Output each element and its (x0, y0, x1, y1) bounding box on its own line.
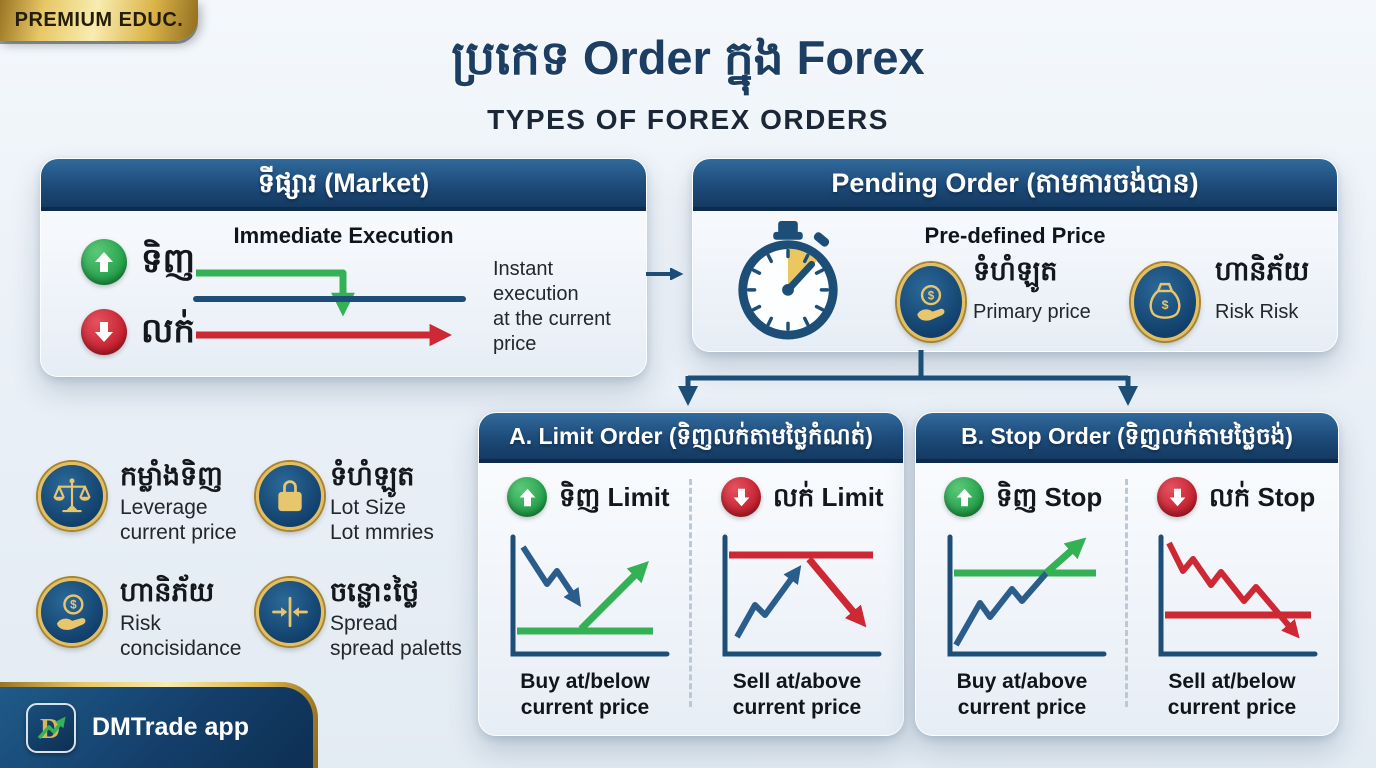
pending-risk-khmer: ហានិភ័យ (1215, 256, 1310, 286)
glossary-leverage-line2: current price (120, 521, 237, 544)
glossary-spread-line1: Spread (330, 612, 398, 635)
stop-order-card: B. Stop Order (ទិញលក់តាមថ្លៃចង់) ទិញ Sto… (915, 412, 1339, 736)
svg-text:$: $ (70, 599, 77, 612)
stopwatch-icon (738, 221, 838, 340)
instant-note-line: at the current (493, 308, 611, 330)
divider (1125, 479, 1128, 707)
glossary-risk-line1: Risk (120, 612, 161, 635)
sell-down-arrow-icon (1157, 477, 1197, 517)
stop-order-header: B. Stop Order (ទិញលក់តាមថ្លៃចង់) (916, 413, 1338, 463)
sell-down-arrow-icon (721, 477, 761, 517)
pending-risk-english: Risk Risk (1215, 301, 1299, 323)
bag-icon (256, 462, 324, 530)
sell-label: លក់ (141, 312, 195, 350)
hand-coin-icon: $ (38, 578, 106, 646)
page-subtitle: TYPES OF FOREX ORDERS (487, 104, 889, 135)
instant-note-line: price (493, 333, 537, 355)
divider (689, 479, 692, 707)
buy-up-arrow-icon (944, 477, 984, 517)
buy-limit-chart (510, 534, 670, 657)
dmtrade-logo-icon: D (26, 702, 76, 753)
market-flow-diagram (193, 269, 466, 347)
buy-limit-label: ទិញ Limit (559, 482, 670, 512)
limit-order-card: A. Limit Order (ទិញលក់តាមថ្លៃកំណត់) ទិញ … (478, 412, 904, 736)
sell-down-arrow-icon (81, 309, 127, 355)
pending-branch-connector (678, 350, 1138, 406)
limit-order-header: A. Limit Order (ទិញលក់តាមថ្លៃកំណត់) (479, 413, 903, 463)
glossary-risk-line2: concisidance (120, 637, 242, 660)
buy-label: ទិញ (141, 242, 195, 280)
svg-text:$: $ (928, 289, 935, 302)
buy-limit-caption: Buy at/below current price (520, 670, 650, 719)
glossary-lot-line1: Lot Size (330, 496, 406, 519)
glossary-lot-line2: Lot mmries (330, 521, 434, 544)
premium-badge-label: PREMIUM EDUC. (14, 9, 184, 31)
premium-badge: PREMIUM EDUC. (0, 0, 198, 41)
pending-lot-english: Primary price (973, 301, 1091, 323)
buy-stop-chart (947, 534, 1107, 657)
market-to-pending-arrow-icon (646, 268, 684, 280)
sell-limit-caption: Sell at/above current price (732, 670, 862, 719)
sell-stop-label: លក់ Stop (1209, 482, 1316, 512)
hand-coin-icon: $ (897, 263, 965, 341)
svg-text:$: $ (1162, 298, 1169, 312)
page-title: ប្រកេទ Order ក្នុង Forex (451, 31, 925, 84)
instant-note-line: execution (493, 283, 579, 305)
pending-card-header: Pending Order (តាមការចង់បាន) (693, 159, 1337, 211)
instant-note: Instant execution at the current price (493, 257, 611, 357)
glossary-spread-line2: spread paletts (330, 637, 462, 660)
buy-stop-label: ទិញ Stop (996, 482, 1103, 512)
sell-limit-label: លក់ Limit (773, 482, 884, 512)
money-bag-icon: $ (1131, 263, 1199, 341)
sell-stop-chart (1158, 534, 1318, 657)
buy-up-arrow-icon (81, 239, 127, 285)
immediate-execution-label: Immediate Execution (233, 223, 454, 248)
footer-badge: D DMTrade app (0, 682, 318, 768)
glossary-risk-khmer: ហានិភ័យ (120, 577, 215, 607)
pending-lot-khmer: ទំហំឡូត (973, 256, 1058, 286)
market-card: ទីផ្សារ (Market) Immediate Execution ទិញ… (40, 158, 647, 377)
sell-limit-chart (722, 534, 882, 657)
app-name-label: DMTrade app (92, 713, 249, 741)
spread-icon (256, 578, 324, 646)
scale-icon (38, 462, 106, 530)
glossary-lot-khmer: ទំហំឡូត (330, 461, 415, 491)
glossary-leverage-khmer: កម្លាំងទិញ (120, 461, 223, 491)
instant-note-line: Instant (493, 258, 554, 280)
sell-stop-caption: Sell at/below current price (1167, 670, 1297, 719)
pending-card: Pending Order (តាមការចង់បាន) Pre-defined… (692, 158, 1338, 352)
buy-up-arrow-icon (507, 477, 547, 517)
glossary-leverage-line1: Leverage (120, 496, 208, 519)
glossary-spread-khmer: ចន្លោះថ្លៃ (330, 577, 419, 607)
predefined-price-label: Pre-defined Price (924, 223, 1106, 248)
market-card-header: ទីផ្សារ (Market) (41, 159, 646, 211)
buy-stop-caption: Buy at/above current price (956, 670, 1088, 719)
